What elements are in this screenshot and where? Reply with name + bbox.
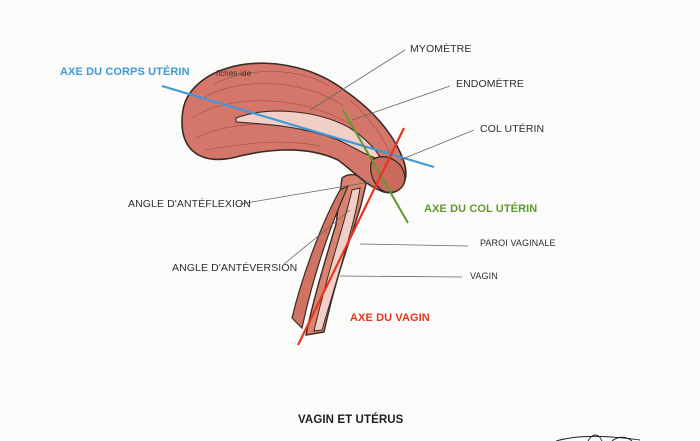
cervix — [370, 156, 406, 193]
axis-line-col-uterin — [342, 109, 409, 224]
axis-label-vagin: AXE DU VAGIN — [350, 312, 430, 324]
label-endometre: ENDOMÈTRE — [456, 78, 524, 90]
label-paroi-vaginale: PAROI VAGINALE — [480, 238, 556, 248]
label-angle-anteflexion: ANGLE D'ANTÉFLEXION — [128, 198, 251, 210]
watermark: fiches-ide — [216, 69, 252, 78]
axis-label-corps-uterin: AXE DU CORPS UTÉRIN — [60, 66, 190, 78]
label-vagin: VAGIN — [470, 271, 498, 281]
label-myometre: MYOMÈTRE — [410, 43, 472, 55]
diagram-caption: VAGIN ET UTÉRUS — [298, 414, 404, 426]
myometrium-texture — [191, 71, 393, 159]
axis-line-corps-uterin — [161, 84, 435, 169]
signature — [555, 434, 641, 441]
vaginal-canal — [313, 187, 361, 332]
axis-line-vagin — [297, 127, 405, 346]
leader-lines — [239, 49, 475, 278]
label-col-uterin: COL UTÉRIN — [480, 123, 545, 135]
label-angle-anteversion: ANGLE D'ANTÉVERSION — [172, 262, 298, 274]
axis-label-col-uterin: AXE DU COL UTÉRIN — [424, 203, 538, 215]
